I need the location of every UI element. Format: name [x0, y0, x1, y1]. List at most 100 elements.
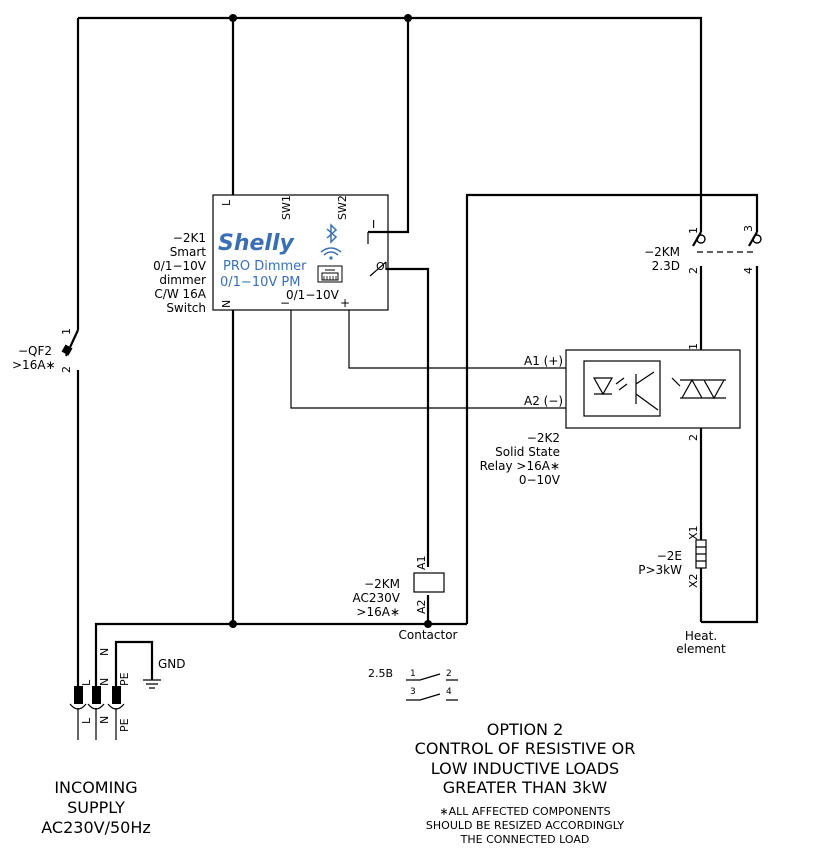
wire-pe: [114, 640, 154, 686]
ssr-a1: A1 (+): [524, 354, 563, 368]
coil-line: AC230V: [353, 591, 401, 605]
supply-bottom-n: N: [98, 716, 111, 724]
option-title: OPTION 2 CONTROL OF RESISTIVE OR LOW IND…: [415, 720, 636, 846]
breaker-qf2: −QF2 >16A∗ 1 2: [12, 328, 79, 373]
breaker-marker: [61, 344, 73, 356]
supply-title-line: INCOMING: [54, 778, 137, 797]
option-title-line: OPTION 2: [487, 720, 564, 739]
km-pin4: 4: [742, 267, 755, 274]
relay-o-label: O: [376, 260, 385, 273]
shelly-logo: Shelly: [218, 231, 296, 256]
gnd-label: GND: [158, 657, 186, 671]
supply-top-l: L: [80, 679, 93, 686]
supply-title-line: SUPPLY: [67, 798, 125, 817]
ref-pin4: 4: [446, 687, 452, 697]
coil-box: [413, 572, 445, 593]
contactor-coil-km: A1 A2 −2KM AC230V >16A∗ Contactor: [353, 555, 458, 642]
k1-line: Switch: [166, 301, 206, 315]
heating-element-e: −2E P>3kW X1 X2 Heat. element: [638, 525, 726, 656]
wire-return-loop: [465, 193, 759, 624]
shelly-model-line1: PRO Dimmer: [223, 259, 307, 274]
km-pin1: 1: [687, 227, 700, 234]
terminal-n: N: [220, 300, 233, 308]
ref-contacts-label: 2.5B: [368, 667, 393, 680]
km-pin3: 3: [742, 225, 755, 232]
k1-ref: −2K1: [173, 231, 206, 245]
ssr-pin1: 1: [687, 343, 700, 350]
coil-a2: A2: [415, 599, 428, 614]
junction-dot: [229, 620, 237, 628]
terminal-block: [92, 686, 101, 704]
heater-ref: −2E: [657, 549, 682, 563]
terminal-sw1: SW1: [280, 195, 293, 220]
contact-blades: [692, 231, 758, 247]
reference-contacts: 2.5B 1 2 3 4: [368, 667, 458, 701]
wire-top-bus: [78, 16, 703, 232]
supply-top-n2: N: [98, 648, 111, 656]
junction-dots: [229, 14, 432, 628]
k1-description: −2K1 Smart 0/1−10V dimmer C/W 16A Switch: [153, 231, 207, 315]
k2-ref: −2K2: [527, 431, 560, 445]
relay-i-label: I: [372, 218, 375, 231]
terminal-sw2: SW2: [336, 195, 349, 220]
heater-x2: X2: [687, 573, 700, 588]
shelly-model-line2: 0/1−10V PM: [220, 275, 300, 290]
wire-n-bus: [94, 622, 467, 686]
wifi-icon: [320, 247, 342, 260]
contactor-km-contacts: −2KM 2.3D 1 2 3 4: [644, 225, 762, 274]
output-label: 0/1−10V: [286, 288, 340, 302]
ethernet-icon: [317, 265, 343, 283]
supply-top-pe: PE: [118, 672, 131, 686]
contact-point: [696, 234, 706, 244]
ref-pin1: 1: [410, 669, 416, 679]
option-note-line: THE CONNECTED LOAD: [460, 833, 590, 846]
junction-dot: [424, 620, 432, 628]
shelly-dimmer-k1: −2K1 Smart 0/1−10V dimmer C/W 16A Switch…: [153, 194, 389, 315]
coil-ref: −2KM: [364, 577, 400, 591]
output-minus: −: [280, 296, 290, 310]
km-value: 2.3D: [652, 259, 680, 273]
phototransistor-icon: [635, 371, 659, 411]
shelly-box: [212, 194, 389, 311]
heater-label: element: [676, 642, 726, 656]
wires: [76, 16, 759, 686]
k1-line: Smart: [170, 245, 207, 259]
km-pin2: 2: [687, 267, 700, 274]
k2-line: Solid State: [495, 445, 560, 459]
relay-contact: I O: [367, 218, 387, 277]
junction-dot: [229, 14, 237, 22]
option-title-line: GREATER THAN 3kW: [443, 778, 608, 797]
supply-title: INCOMING SUPPLY AC230V/50Hz: [41, 778, 151, 837]
ground-icon: GND: [143, 657, 186, 689]
heater-label: Heat.: [685, 629, 717, 643]
ssr-a2: A2 (−): [524, 394, 563, 408]
option-title-line: LOW INDUCTIVE LOADS: [431, 759, 619, 778]
ref-pin3: 3: [410, 687, 416, 697]
supply-terminals: L N N PE L N PE: [69, 648, 131, 740]
k1-line: 0/1−10V: [153, 259, 207, 273]
junction-dot: [404, 14, 412, 22]
output-plus: +: [340, 296, 350, 310]
heater-x1: X1: [687, 525, 700, 540]
k1-line: dimmer: [159, 273, 206, 287]
qf2-pin2: 2: [60, 366, 73, 373]
coil-a1: A1: [415, 555, 428, 570]
supply-bottom-pe: PE: [118, 718, 131, 732]
supply-top-n: N: [98, 678, 111, 686]
wire-ctrl-plus: [348, 310, 566, 369]
wire-ctrl-minus: [290, 310, 566, 409]
qf2-pin1: 1: [60, 328, 73, 335]
supply-bottom-l: L: [80, 717, 93, 724]
k2-line: 0−10V: [519, 473, 561, 487]
ref-pin2: 2: [446, 669, 452, 679]
triac-icon: [671, 377, 726, 400]
wire-relay-common: [368, 18, 410, 234]
ssr-optocoupler: [583, 360, 661, 417]
terminal-block: [112, 686, 121, 704]
option-note-line: SHOULD BE RESIZED ACCORDINGLY: [426, 819, 624, 832]
wire-relay-o: [386, 267, 430, 567]
wire-contact-3-4: [701, 266, 759, 624]
option-note-line: ∗ALL AFFECTED COMPONENTS: [439, 805, 610, 818]
terminal-l: L: [220, 199, 233, 206]
